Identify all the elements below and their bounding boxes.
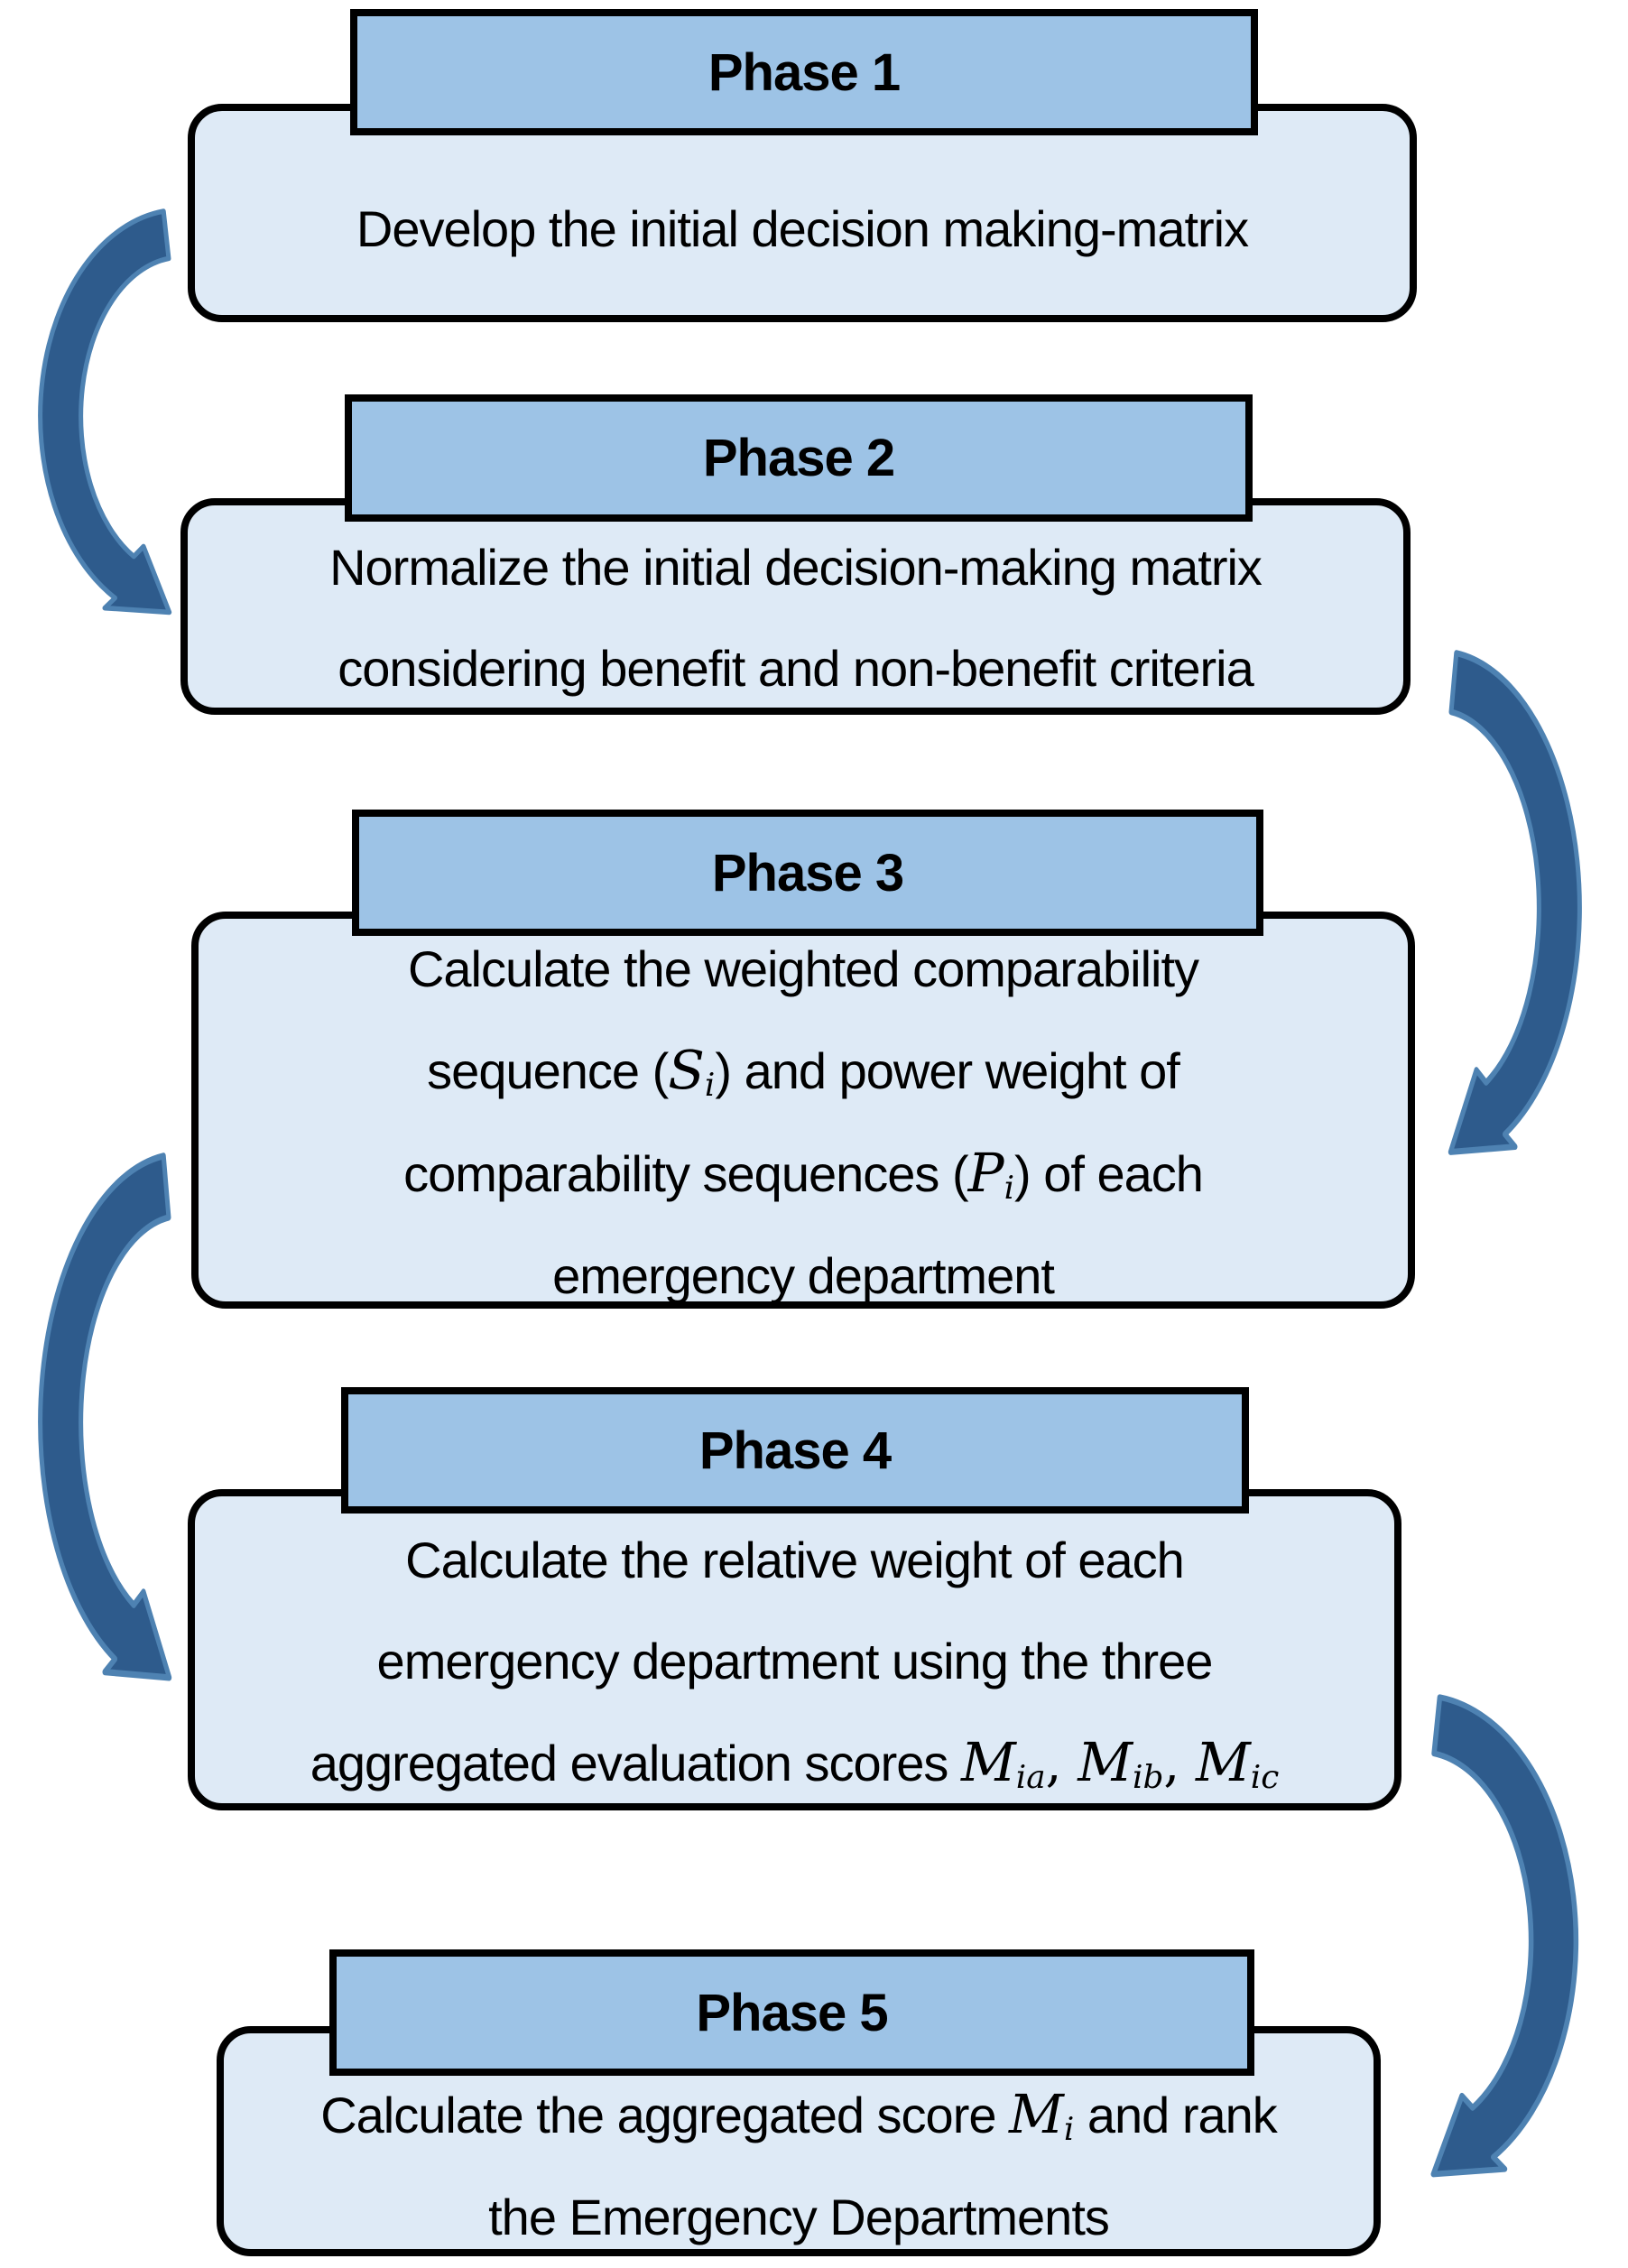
phase4-header: Phase 4 [341,1387,1249,1514]
phase5-line-1: Calculate the aggregated score Mi and ra… [320,2064,1278,2167]
math-var-M: M [1196,1730,1251,1793]
math-M-sub-ic: Mic [1196,1731,1280,1796]
math-var-M: M [1009,2083,1064,2145]
comma-separator: , [1163,1734,1196,1793]
phase2-body: Normalize the initial decision-making ma… [180,498,1411,715]
math-P-sub-i: Pi [967,1141,1015,1207]
phase3-line-3-text-a: comparability sequences ( [403,1144,969,1202]
math-var-P: P [967,1141,1004,1204]
phase3-line-2-text-b: ) and power weight of [715,1041,1179,1099]
phase1-header-label: Phase 1 [708,42,901,102]
math-M-sub-i: Mi [1009,2083,1075,2148]
math-sub-ia: ia [1015,1758,1046,1796]
math-M-sub-ia: Mia [961,1731,1046,1796]
phase3-header-label: Phase 3 [711,843,904,903]
curved-arrow-phase2-to-phase3-icon [1442,632,1597,1184]
phase5-line-1-text-b: and rank [1074,2087,1278,2143]
math-var-S: S [668,1038,705,1101]
math-sub-ib: ib [1132,1758,1164,1796]
curved-arrow-phase3-to-phase4-icon [23,1134,178,1711]
phase1-line-1: Develop the initial decision making-matr… [356,199,1249,257]
phase5-header-label: Phase 5 [696,1983,888,2042]
phase4-line-3: aggregated evaluation scores Mia, Mib, M… [310,1712,1280,1815]
phase3-body: Calculate the weighted comparability seq… [191,912,1415,1309]
math-S-sub-i: Si [668,1038,716,1104]
phase3-line-3-text-b: ) of each [1014,1144,1204,1202]
phase3-header: Phase 3 [352,810,1263,936]
math-var-M: M [1078,1730,1133,1793]
phase4-line-2: emergency department using the three [376,1632,1214,1689]
phase3-line-2-text-a: sequence ( [427,1041,669,1099]
phase3-line-3: comparability sequences (Pi) of each [403,1123,1204,1226]
phase5-line-1-text-a: Calculate the aggregated score [320,2087,1010,2143]
phase2-header: Phase 2 [345,394,1253,522]
phase3-line-1: Calculate the weighted comparability [407,940,1199,997]
math-sub-i: i [704,1066,716,1104]
phase3-line-4: emergency department [552,1246,1055,1304]
phase4-header-label: Phase 4 [698,1421,892,1480]
phase3-line-2: sequence (Si) and power weight of [427,1020,1180,1123]
phase1-header: Phase 1 [350,9,1258,135]
phase4-body: Calculate the relative weight of each em… [188,1489,1401,1810]
curved-arrow-phase1-to-phase2-icon [23,194,178,638]
math-sub-i: i [1063,2110,1075,2148]
phase2-line-1: Normalize the initial decision-making ma… [329,538,1263,596]
phase5-line-2: the Emergency Departments [488,2189,1110,2245]
math-var-M: M [960,1730,1016,1793]
curved-arrow-phase4-to-phase5-icon [1424,1677,1596,2205]
math-sub-i: i [1004,1169,1015,1207]
math-M-sub-ib: Mib [1078,1731,1164,1796]
phase1-body: Develop the initial decision making-matr… [188,104,1417,322]
phase4-line-1: Calculate the relative weight of each [405,1531,1185,1588]
phase4-line-3-text: aggregated evaluation scores [310,1734,961,1791]
comma-separator: , [1045,1734,1078,1793]
phase2-header-label: Phase 2 [702,429,895,487]
math-sub-ic: ic [1250,1758,1280,1796]
phase5-header: Phase 5 [329,1949,1254,2076]
phase2-line-2: considering benefit and non-benefit crit… [338,639,1253,697]
